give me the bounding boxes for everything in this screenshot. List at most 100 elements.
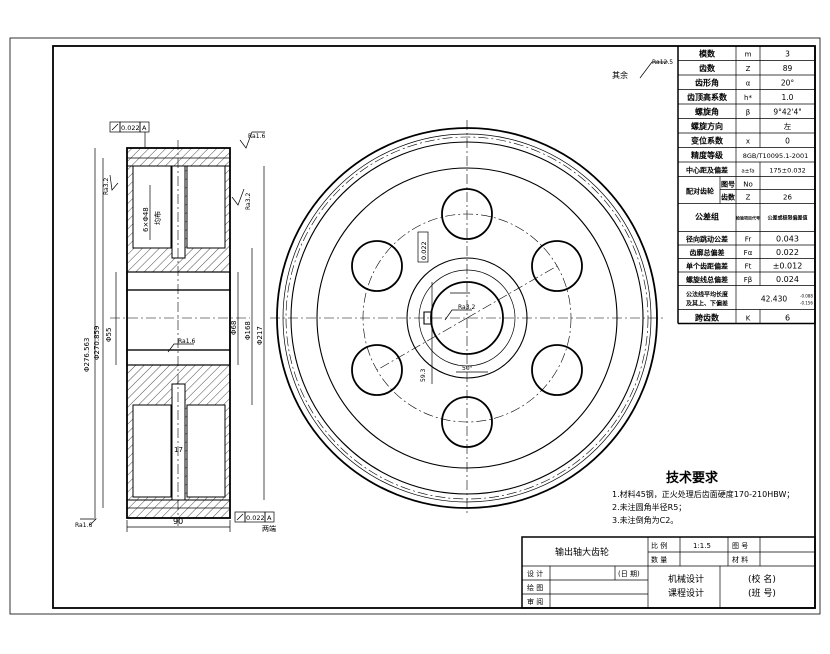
runout-frame-top: 0.022 A [109,121,150,148]
tolerance-value: 0.022 [776,248,799,257]
svg-text:数 量: 数 量 [651,555,667,564]
tolerance-symbol: Ft [745,263,752,271]
param-name: 螺旋角 [695,107,719,117]
span-teeth-label: 跨齿数 [695,313,720,323]
rest-roughness-label: 其余 [612,70,628,80]
tolerance-name: 单个齿距偏差 [686,262,728,271]
dim-pitch-diameter: Φ270.859 [93,326,101,360]
tolerance-symbol: Fβ [744,276,753,284]
span-teeth-symbol: K [746,315,751,323]
svg-text:(日 期): (日 期) [618,570,640,578]
ra-rest-value: Ra12.5 [652,59,673,66]
param-symbol: h* [744,94,752,102]
center-distance-symbol: a±fa [741,169,754,175]
svg-text:Ra1.6: Ra1.6 [178,338,195,345]
face-label: 两端 [262,524,276,533]
tolerance-code-header: 检验项目代号 [736,215,760,221]
school-name: (校 名) [748,573,776,585]
svg-text:0.022: 0.022 [246,514,265,522]
course-name-2: 课程设计 [668,587,704,599]
svg-text:A: A [142,124,147,132]
param-value: 9°42'4" [773,108,801,117]
mating-r2-label: 齿数 [721,193,736,202]
param-symbol: m [745,51,752,59]
dim-key-depth: 59.3 [420,368,427,382]
dim-d217: Φ217 [256,326,264,345]
accuracy-label: 精度等级 [691,150,724,160]
dim-holes: 6×Φ48 [142,207,150,232]
front-view [270,120,664,516]
dim-d168: Φ168 [244,321,252,340]
svg-text:图 号: 图 号 [732,542,748,550]
tolerance-symbol: Fα [744,249,753,257]
tech-req-title: 技术要求 [666,470,719,486]
class-number: (班 号) [748,587,776,599]
dim-outer-diameter: Φ276.563 [83,338,91,372]
accuracy-value: 8GB/T10095.1-2001 [743,152,809,160]
tolerance-name: 径向跳动公差 [686,235,728,244]
svg-text:Ra1.6: Ra1.6 [248,133,265,140]
normal-length-value: 42.430 [761,295,787,304]
dim-key-width: 50° [462,365,473,372]
svg-text:A: A [267,514,272,522]
part-name: 输出轴大齿轮 [555,546,609,558]
normal-length-upper: -0.088 [800,294,813,299]
param-value: 1.0 [782,93,794,102]
svg-text:Ra3.2: Ra3.2 [103,178,110,195]
dim-d68: Φ68 [230,321,238,335]
tolerance-name: 齿廓总偏差 [690,248,725,257]
center-distance-value: 175±0.032 [769,167,805,175]
tech-req-item-3: 3.未注倒角为C2。 [612,515,678,525]
param-value: 0 [785,137,790,146]
tolerance-value: ±0.012 [773,262,803,271]
param-symbol: x [746,138,750,146]
tolerance-value: 0.024 [776,275,799,284]
tech-req-item-1: 1.材料45钢，正火处理后齿面硬度170-210HBW； [612,489,794,499]
dim-width: 90 [173,517,183,526]
tolerance-name: 螺旋线总偏差 [686,275,728,284]
param-symbol: β [746,109,750,117]
svg-text:0.022: 0.022 [121,124,140,132]
course-name-1: 机械设计 [668,573,704,585]
inner-border [52,45,816,609]
mating-r1-label: 图号 [721,180,735,189]
param-value: 左 [784,121,792,131]
mating-r2-value: 26 [783,194,792,202]
tolerance-group-header: 公差组 [695,212,719,222]
normal-length-label-2: 及其上、下偏差 [686,300,728,308]
param-name: 模数 [699,49,716,59]
roughness-marks: Ra1.6 Ra3.2 Ra3.2 Ra1.6 Ra1.6 Ra12.5 其余 [75,59,673,529]
param-symbol: Z [746,65,751,73]
param-value: 89 [783,64,793,73]
svg-text:材 料: 材 料 [732,555,748,564]
svg-text:审 阅: 审 阅 [527,597,543,606]
tolerance-symbol: Fr [745,236,752,244]
runout-frame-key: 0.022 [417,231,429,263]
dim-17: 17 [174,446,183,454]
span-teeth-value: 6 [785,314,790,323]
scale-value: 1:1.5 [693,542,711,550]
runout-frame-bottom: 0.022 A 两端 [234,511,276,533]
mating-gear-label: 配对齿轮 [686,187,714,196]
tolerance-value: 0.043 [776,235,799,244]
param-value: 20° [781,79,795,88]
svg-text:绘 图: 绘 图 [527,583,543,592]
param-name: 变位系数 [691,136,724,146]
tech-req-item-2: 2.未注圆角半径R5； [612,502,686,512]
dim-bore-diameter: Φ55 [105,328,113,342]
param-name: 螺旋方向 [691,121,723,131]
normal-length-lower: -0.156 [800,301,813,306]
center-distance-label: 中心距及偏差 [686,166,728,175]
param-name: 齿数 [699,63,716,73]
dim-holes-even: 均布 [153,211,162,225]
normal-length-label-1: 公法线平均长度 [686,291,729,299]
param-name: 齿形角 [695,78,719,88]
param-symbol: α [746,80,751,88]
svg-text:比 例: 比 例 [651,541,667,550]
svg-text:Ra3.2: Ra3.2 [245,193,252,210]
param-name: 齿顶高系数 [687,92,728,102]
outer-border [9,37,821,615]
section-view [94,140,265,532]
